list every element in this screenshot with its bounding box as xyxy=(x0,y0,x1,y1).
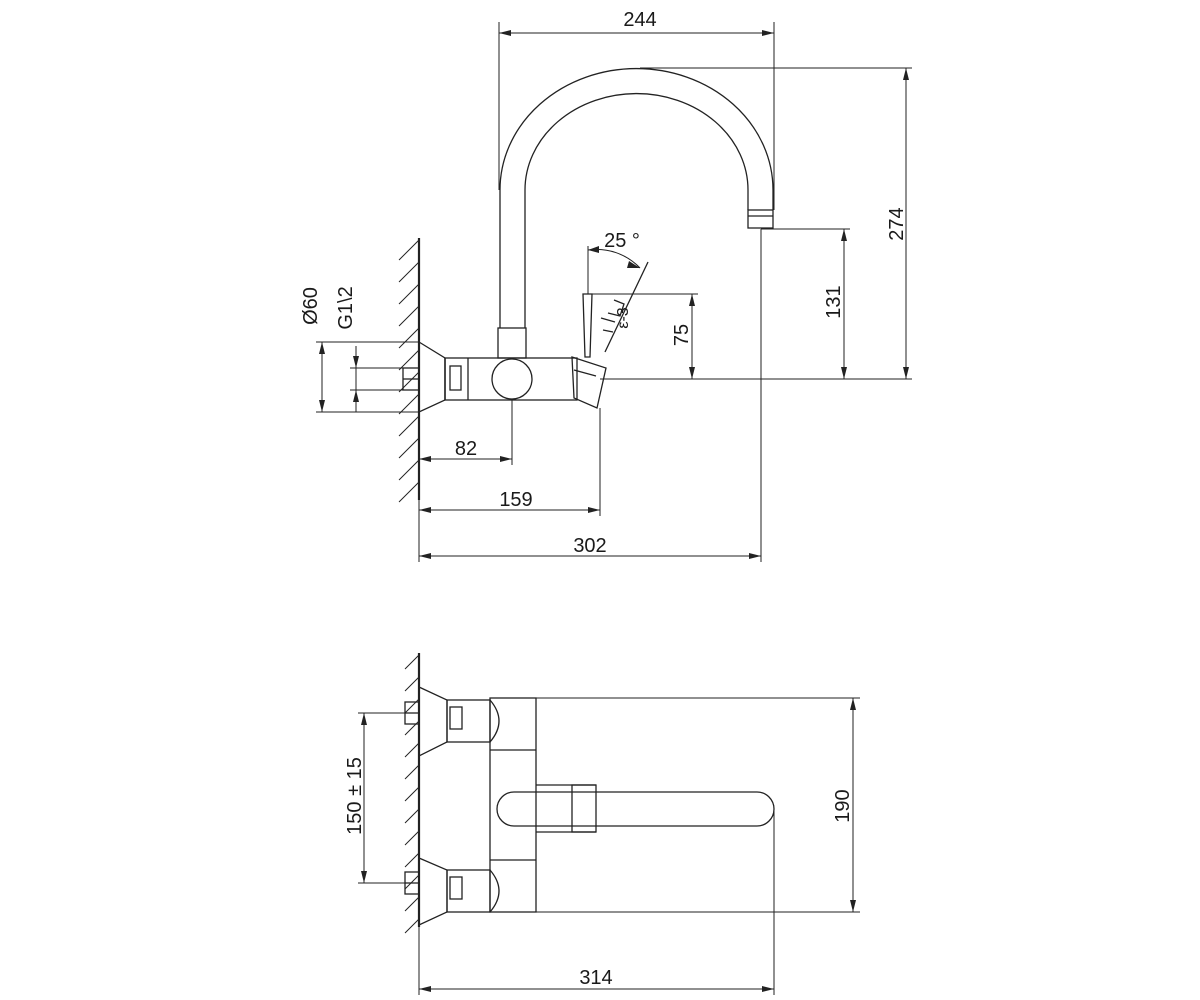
side-body xyxy=(444,357,578,401)
side-dimension-lines xyxy=(316,22,912,562)
top-body xyxy=(489,697,597,913)
dim-274: 274 xyxy=(886,207,908,240)
top-upper-connection xyxy=(404,685,500,758)
top-spout xyxy=(496,791,775,827)
dim-244: 244 xyxy=(623,9,656,31)
side-lever xyxy=(571,261,649,409)
rotation-arrow-icon xyxy=(600,299,625,333)
body-knob xyxy=(491,358,533,400)
dim-diameter-60: Ø60 xyxy=(300,287,322,325)
dim-angle-25: 25 ° xyxy=(604,230,640,252)
side-spout xyxy=(497,67,774,359)
spout-outlet xyxy=(747,209,774,229)
top-dimension-labels: 150 ± 15 190 314 xyxy=(344,757,854,989)
dim-thread-g12: G1\2 xyxy=(335,286,357,329)
side-arrowheads xyxy=(319,30,909,559)
dim-82: 82 xyxy=(455,438,477,460)
side-view: 244 274 131 75 25 ° ε-3 82 159 302 Ø60 G… xyxy=(300,9,912,562)
top-lower-connection xyxy=(404,857,500,927)
dim-131: 131 xyxy=(823,285,845,318)
dim-190: 190 xyxy=(832,789,854,822)
side-wall xyxy=(398,238,421,503)
dim-302: 302 xyxy=(573,535,606,557)
rotation-label: ε-3 xyxy=(615,307,632,328)
side-flange xyxy=(402,340,446,414)
dim-159: 159 xyxy=(499,489,532,511)
top-wall xyxy=(404,653,421,934)
top-arrowheads xyxy=(361,698,856,992)
dim-150-tolerance: 150 ± 15 xyxy=(344,757,366,835)
dim-75: 75 xyxy=(671,324,693,346)
top-dimension-lines xyxy=(358,697,860,995)
dim-314: 314 xyxy=(579,967,612,989)
top-view: 150 ± 15 190 314 xyxy=(344,653,860,995)
side-dimension-labels: 244 274 131 75 25 ° ε-3 82 159 302 Ø60 G… xyxy=(300,9,908,557)
